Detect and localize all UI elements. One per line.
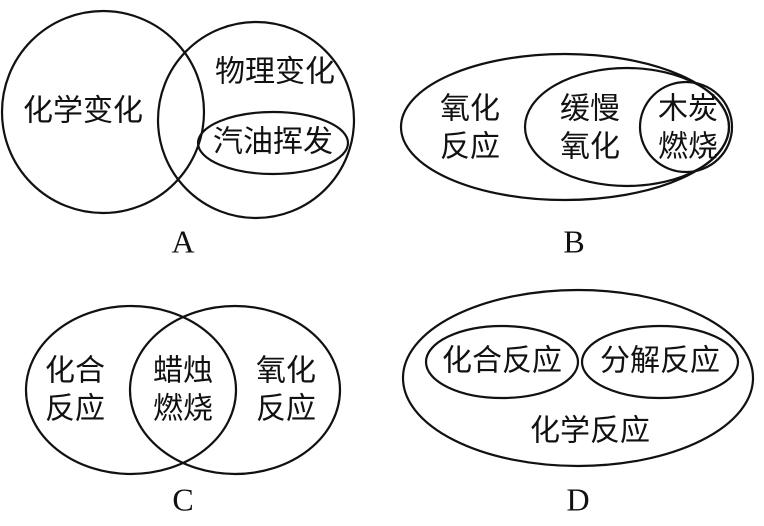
oxidation-reaction-line1: 氧化 (440, 92, 500, 127)
oxidation-reaction-c-line1: 氧化 (256, 354, 316, 389)
combination-reaction-ellipse (24, 304, 238, 476)
combination-reaction-ellipse-d (424, 324, 580, 400)
decomposition-reaction-ellipse (580, 324, 740, 400)
slow-oxidation-ellipse (523, 66, 731, 188)
physical-change-label: 物理变化 (215, 55, 335, 90)
panel-a: 化学变化 物理变化 汽油挥发 A (0, 9, 356, 259)
panel-a-letter: A (171, 223, 194, 259)
panel-b-letter: B (563, 223, 584, 259)
chemical-change-label: 化学变化 (23, 94, 143, 129)
candle-burning-line1: 蜡烛 (153, 354, 213, 389)
panel-d: 化合反应 分解反应 化学反应 D (401, 288, 755, 517)
panel-d-letter: D (566, 481, 589, 517)
charcoal-burning-line1: 木炭 (658, 92, 718, 127)
panel-c-letter: C (172, 481, 193, 517)
chemical-reaction-label: 化学反应 (530, 414, 650, 449)
gasoline-evaporation-ellipse (196, 110, 350, 176)
slow-oxidation-line1: 缓慢 (560, 92, 620, 127)
combination-reaction-line2: 反应 (45, 392, 105, 427)
oxidation-reaction-ellipse-c (128, 304, 342, 476)
chemical-reaction-ellipse (401, 288, 755, 468)
gasoline-evaporation-label: 汽油挥发 (213, 125, 333, 160)
slow-oxidation-line2: 氧化 (560, 130, 620, 165)
candle-burning-line2: 燃烧 (153, 392, 213, 427)
charcoal-burning-ellipse (638, 80, 734, 174)
panel-c: 化合 反应 蜡烛 燃烧 氧化 反应 C (24, 304, 342, 517)
combination-reaction-line1: 化合 (45, 354, 105, 389)
oxidation-reaction-c-line2: 反应 (256, 392, 316, 427)
chemical-change-circle (0, 9, 206, 215)
combination-reaction-d-label: 化合反应 (442, 344, 562, 379)
charcoal-burning-line2: 燃烧 (658, 130, 718, 165)
physical-change-circle (156, 20, 356, 220)
panel-b: 氧化 反应 缓慢 氧化 木炭 燃烧 B (399, 52, 734, 259)
decomposition-reaction-label: 分解反应 (600, 344, 720, 379)
oxidation-reaction-line2: 反应 (440, 130, 500, 165)
